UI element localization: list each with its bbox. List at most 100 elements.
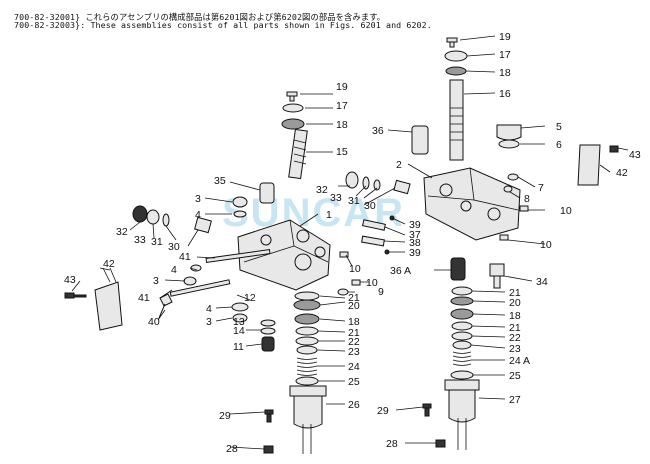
part-24-spring-left <box>296 357 318 376</box>
callout-36: 36 <box>372 125 384 137</box>
callout-43b: 43 <box>629 149 641 161</box>
callout-5: 5 <box>556 121 562 133</box>
part-10-plug-c <box>519 205 529 212</box>
callout-3b: 3 <box>153 275 159 287</box>
callout-36A: 36 A <box>390 265 411 277</box>
callout-19a: 19 <box>336 81 348 93</box>
right-valve-assembly <box>361 37 619 450</box>
part-21-ring-a-right <box>451 286 473 296</box>
part-37-pin <box>362 219 386 231</box>
callout-28b: 28 <box>386 438 398 450</box>
callout-30b: 30 <box>168 241 180 253</box>
callout-20a: 20 <box>348 300 360 312</box>
part-18-seal-left <box>281 118 305 130</box>
callout-32b: 32 <box>116 226 128 238</box>
callout-10a: 10 <box>349 263 361 275</box>
callout-33a: 33 <box>330 192 342 204</box>
part-10-plug-b <box>351 279 361 286</box>
callout-4c: 4 <box>206 303 212 315</box>
callout-21c: 21 <box>509 287 521 299</box>
callout-33b: 33 <box>134 234 146 246</box>
part-3-plug-a <box>232 196 248 208</box>
part-2-valve-body-right <box>423 167 521 241</box>
callout-2: 2 <box>396 159 402 171</box>
callout-18b: 18 <box>348 316 360 328</box>
callout-8: 8 <box>524 193 530 205</box>
callout-41a: 41 <box>179 251 191 263</box>
part-3-plug-b <box>183 276 197 286</box>
callout-3a: 3 <box>195 193 201 205</box>
callout-4a: 4 <box>195 209 201 221</box>
part-32-cap-left <box>132 205 148 223</box>
callout-18a: 18 <box>336 119 348 131</box>
part-4-oring-a <box>233 210 247 218</box>
callout-9: 9 <box>378 286 384 298</box>
part-21-ring-a-left <box>294 291 320 301</box>
part-3-plug-c <box>232 313 248 323</box>
callout-31a: 31 <box>348 195 360 207</box>
callout-18c: 18 <box>499 67 511 79</box>
callout-18d: 18 <box>509 310 521 322</box>
part-29-bolt-left <box>264 409 274 423</box>
part-24A-spring-right <box>452 351 472 366</box>
callout-10d: 10 <box>540 239 552 251</box>
part-42-bracket-left <box>94 281 123 331</box>
part-41-rod-lower <box>169 279 231 297</box>
part-8-plug <box>503 185 513 193</box>
callout-23a: 23 <box>348 346 360 358</box>
part-41-rod-upper <box>205 249 271 263</box>
part-40-bolt <box>158 293 173 319</box>
part-15-spool-left <box>288 128 308 180</box>
callout-11: 11 <box>233 341 244 353</box>
part-10-plug-a <box>339 251 349 258</box>
part-38-pin <box>361 235 385 247</box>
part-26-cap <box>289 385 327 429</box>
callout-10c: 10 <box>560 205 572 217</box>
part-18-seal-right <box>445 66 467 76</box>
callout-1: 1 <box>326 209 332 221</box>
part-27-cap <box>444 379 480 423</box>
callout-labels: 19 17 18 15 35 3 4 32 33 31 30 32 33 31 … <box>64 31 641 455</box>
callout-24A: 24 A <box>509 355 530 367</box>
callout-41b: 41 <box>138 292 150 304</box>
part-31-ring-left <box>162 213 170 227</box>
part-6-oring <box>498 139 520 149</box>
callout-14: 14 <box>233 325 245 337</box>
part-23-seat-right <box>452 340 472 350</box>
part-17-retainer-right <box>444 50 468 62</box>
callout-20b: 20 <box>509 297 521 309</box>
callout-29a: 29 <box>219 410 231 422</box>
callout-43a: 43 <box>64 274 76 286</box>
callout-21a: 21 <box>348 292 360 304</box>
part-11-plug <box>261 336 275 352</box>
part-21-ring-b-right <box>451 321 473 331</box>
part-20-spring-seat-left <box>293 299 321 311</box>
callout-13: 13 <box>233 316 245 328</box>
callout-24: 24 <box>348 361 360 373</box>
callout-25b: 25 <box>509 370 521 382</box>
callout-42b: 42 <box>616 167 628 179</box>
callout-31b: 31 <box>151 236 163 248</box>
part-9-washer <box>337 288 349 296</box>
leader-lines <box>71 35 629 450</box>
header-part-2: 700-82-32003 <box>14 20 76 30</box>
callout-27: 27 <box>509 394 521 406</box>
callout-34: 34 <box>536 276 548 288</box>
callout-23b: 23 <box>509 343 521 355</box>
callout-17a: 17 <box>336 100 348 112</box>
callout-19b: 19 <box>499 31 511 43</box>
part-19-bolt-left <box>286 91 298 102</box>
callout-37: 37 <box>409 229 421 241</box>
callout-39b: 39 <box>409 247 421 259</box>
callout-22a: 22 <box>348 336 360 348</box>
callout-15: 15 <box>336 146 348 158</box>
callout-10b: 10 <box>366 277 378 289</box>
callout-29b: 29 <box>377 405 389 417</box>
callout-26: 26 <box>348 399 360 411</box>
callout-25a: 25 <box>348 376 360 388</box>
header-line-1: 700-82-32001} これらのアセンブリの構成部品は第6201図および第6… <box>14 12 386 22</box>
callout-7: 7 <box>538 182 544 194</box>
part-28-nut-left <box>263 445 274 454</box>
